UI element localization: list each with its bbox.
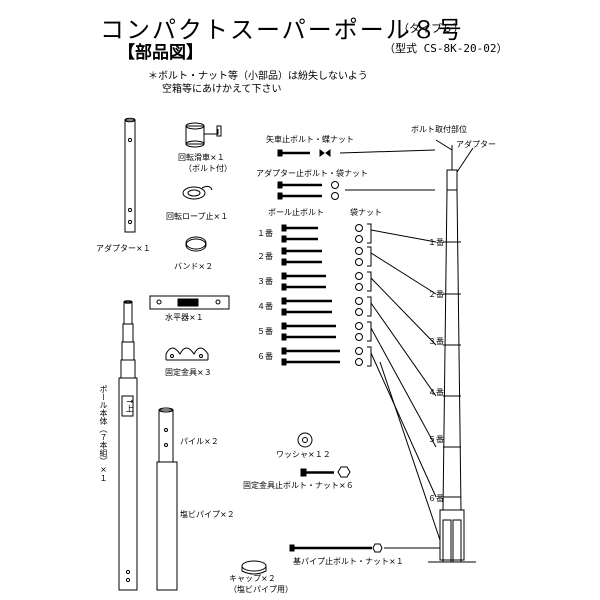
fixing-label: 固定金具×３	[165, 368, 212, 377]
arrow-line	[339, 149, 436, 154]
fix-bolt-illustration	[300, 466, 351, 478]
mount-label: ボルト取付部位	[411, 125, 467, 134]
washer-illustration	[297, 432, 313, 448]
pile-label: パイル×２	[180, 437, 219, 446]
cap-label: キャップ×２	[229, 574, 276, 583]
pole-bolt-set-5	[281, 322, 363, 341]
bolt-number-6: ６番	[257, 352, 273, 361]
bolt-number-5: ５番	[257, 327, 273, 336]
cap-sub-label: （塩ビパイプ用）	[229, 585, 293, 594]
pulley-sub-label: （ボルト付）	[184, 164, 232, 173]
bolt-number-2: ２番	[257, 252, 273, 261]
pole-number-6: ６番	[428, 494, 444, 503]
fixing-bracket-illustration	[165, 347, 209, 361]
pole-body-illustration	[118, 300, 138, 591]
pulley-label: 回転滑車×１	[178, 153, 225, 162]
note-line-2: 空箱等にあけかえて下さい	[162, 84, 282, 95]
rope-stop-label: 回転ロープ止×１	[166, 212, 229, 221]
adapter-part-illustration	[124, 117, 136, 233]
pole-bolt-set-6	[281, 347, 363, 366]
pole-number-2: ２番	[428, 290, 444, 299]
rope-stop-illustration	[182, 185, 213, 200]
pole-bolt-set-1	[281, 224, 363, 243]
pulley-illustration	[185, 122, 222, 148]
pole-number-3: ３番	[428, 337, 444, 346]
arrow-bolt-label: 矢車止ボルト・蝶ナット	[266, 135, 354, 144]
level-label: 水平器×１	[165, 313, 204, 322]
pole-bolt-set-4	[281, 297, 363, 316]
up-mark: ↑上	[125, 398, 134, 413]
model-number: （型式 CS-8K-20-02）	[384, 42, 508, 55]
pole-bolt-set-3	[281, 272, 363, 291]
adapter-leader	[456, 147, 474, 173]
bolt-number-1: １番	[257, 229, 273, 238]
section-title: 【部品図】	[118, 43, 203, 63]
fix-bolt-label: 固定金具止ボルト・ナット×６	[243, 481, 354, 490]
pole-body-label: ポール本体（７本組）×１	[99, 385, 108, 482]
level-illustration	[149, 295, 230, 310]
bolt-number-4: ４番	[257, 302, 273, 311]
bolt-brackets	[367, 223, 372, 367]
pole-number-5: ５番	[428, 435, 444, 444]
assembly-adapter-label: アダプター	[456, 140, 496, 149]
pile-illustration	[158, 407, 174, 463]
band-illustration	[185, 236, 207, 252]
leader-lines	[370, 229, 441, 541]
title-type: （タイプ６）	[398, 22, 464, 35]
cap-nut-label: 袋ナット	[350, 208, 382, 217]
mount-leader	[435, 139, 453, 151]
page-title: コンパクトスーパーポール８号	[100, 16, 464, 44]
pole-bolt-label: ポール止ボルト	[268, 208, 324, 217]
band-label: バンド×２	[174, 262, 214, 271]
pole-number-4: ４番	[428, 388, 444, 397]
adapter-label: アダプター×１	[96, 244, 151, 253]
washer-label: ワッシャ×１２	[276, 450, 331, 459]
cap-illustration	[241, 560, 267, 575]
arrow-bolt-illustration	[277, 149, 331, 157]
assembled-pole-illustration	[428, 145, 476, 563]
adapter-bolt-label: アダプター止ボルト・袋ナット	[256, 169, 368, 178]
bolt-number-3: ３番	[257, 277, 273, 286]
pole-number-1: １番	[428, 238, 444, 247]
pole-bolt-set-2	[281, 247, 363, 266]
base-bolt-illustration	[289, 543, 383, 553]
pvc-pipe-illustration	[156, 461, 178, 591]
base-bolt-label: 基パイプ止ボルト・ナット×１	[293, 557, 404, 566]
adapter-bolt-illustration	[277, 181, 339, 200]
note-line-1: ＊ボルト・ナット等（小部品）は紛失しないよう	[148, 71, 368, 82]
pvc-pipe-label: 塩ビパイプ×２	[180, 510, 235, 519]
